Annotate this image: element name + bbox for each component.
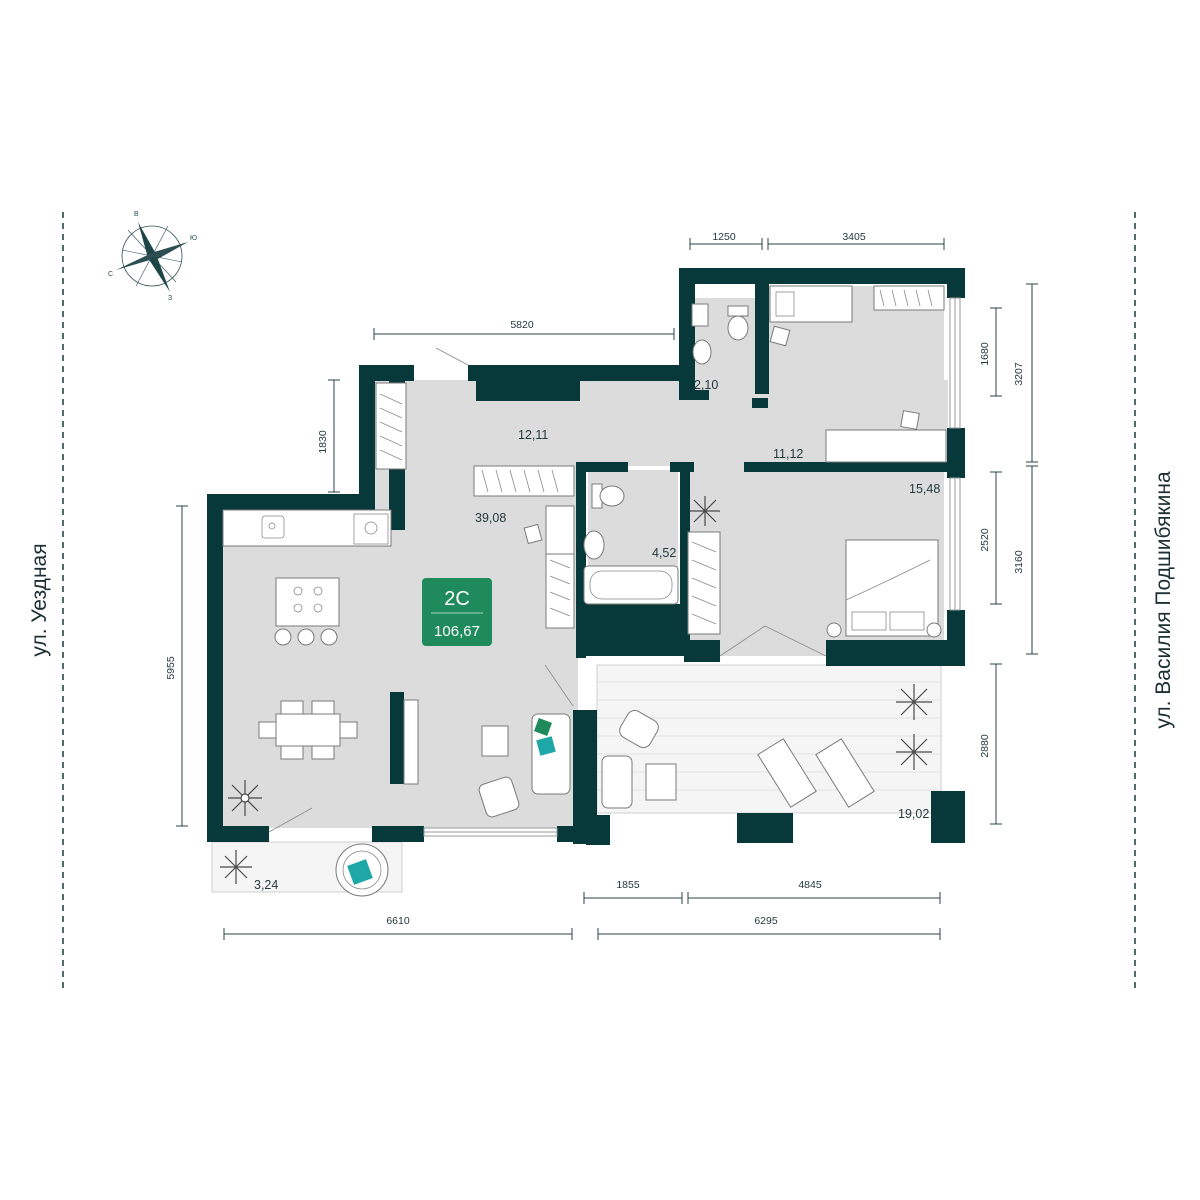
area-label-terrace: 19,02 [898,807,929,821]
compass-south-label: З [168,295,172,302]
sofa [531,713,571,795]
dim-label-3160: 3160 [1013,550,1025,574]
dim-label-1830: 1830 [317,430,329,454]
wardrobe-top-bedroom [873,285,945,311]
dim-label-2520: 2520 [979,528,991,552]
kitchen-island [274,577,340,646]
tv-cabinet [403,699,419,785]
dim-label-1250: 1250 [712,231,736,243]
compass-east-label: Ю [190,235,197,242]
toilet-icon [727,305,749,341]
work-desk [825,410,947,463]
wardrobe-hall [375,382,407,470]
dimension-lines [176,238,1038,940]
dim-label-5820: 5820 [510,319,534,331]
street-label-right: ул. Василия Подшибякина [1152,471,1175,729]
sink-icon [583,530,605,560]
desk [523,505,575,555]
compass-west-label: С [108,271,113,278]
toilet-icon [591,483,625,509]
windows [423,297,961,837]
dim-label-1680: 1680 [979,342,991,366]
plant-icon [896,684,932,770]
terrace-sofa [601,755,633,809]
dim-label-3405: 3405 [842,231,866,243]
area-label-living-kitchen: 39,08 [475,511,506,525]
double-bed [826,539,942,638]
area-label-corridor: 11,12 [773,447,803,461]
area-label-balcony: 3,24 [254,878,278,892]
coffee-table [481,725,509,757]
area-label-bedroom: 15,48 [909,482,940,496]
plant-icon [690,496,720,526]
dim-label-3207: 3207 [1013,362,1025,386]
sun-lounger [757,738,875,808]
dining-table [258,700,358,760]
single-bed [769,285,853,347]
kitchen-counter [222,509,392,547]
area-label-bathroom: 4,52 [652,546,676,560]
plant-icon [220,850,252,884]
armchair [478,776,520,818]
walls [207,268,965,845]
door-swings [268,347,827,833]
wardrobe-corridor [545,551,575,629]
dim-label-5955: 5955 [165,656,177,680]
sink-icon [691,303,712,365]
bathtub-icon [583,565,679,605]
dim-label-6295: 6295 [754,915,778,927]
apartment-type: 2С [444,588,470,610]
apartment-badge [422,578,492,646]
area-label-hall: 12,11 [518,428,548,442]
terrace-table [645,763,677,801]
dim-label-2880: 2880 [979,734,991,758]
dim-label-4845: 4845 [798,879,822,891]
compass-rose-icon [116,222,188,292]
compass-north-label: В [134,211,139,218]
area-label-wc: 2,10 [694,378,718,392]
wardrobe-living [473,465,575,497]
street-label-left: ул. Уездная [28,543,51,656]
wardrobe-bedroom [687,531,721,635]
balcony-chair [335,843,389,897]
dim-label-6610: 6610 [386,915,410,927]
dim-label-1855: 1855 [616,879,640,891]
plant-icon [228,780,262,816]
apartment-total-area: 106,67 [434,623,480,640]
terrace-chair [619,709,659,749]
